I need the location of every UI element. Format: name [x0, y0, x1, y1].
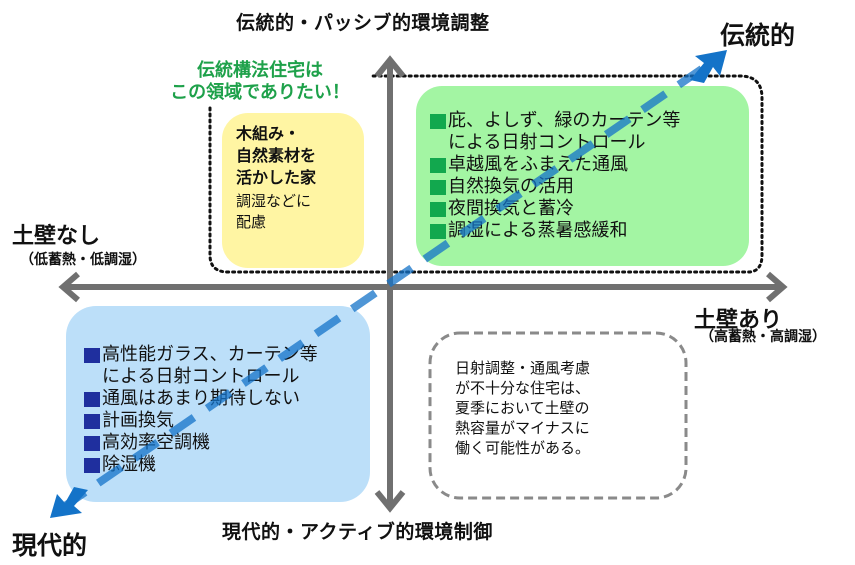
- label-traditional: 伝統的: [720, 21, 796, 50]
- list-item-text: 通風はあまり期待しない: [102, 388, 300, 409]
- square-bullet-icon: [84, 392, 100, 407]
- target-region-dotted-outline: [208, 74, 764, 274]
- diagonal-arrow-modern-icon: [50, 487, 88, 518]
- axis-title-bottom: 現代的・アクティブ的環境制御: [222, 521, 493, 543]
- warning-box-outline: [428, 331, 688, 500]
- square-bullet-icon: [84, 348, 100, 363]
- warning-line: 夏季において土壁の: [455, 399, 590, 417]
- warning-line: が不十分な住宅は、: [455, 379, 591, 397]
- square-bullet-icon: [84, 458, 100, 473]
- list-item: 夜間換気と蓄冷: [430, 198, 680, 220]
- list-item: 計画換気: [84, 410, 318, 432]
- list-item-text: による日射コントロール: [448, 132, 646, 153]
- callout-note: 伝統構法住宅は この領域でありたい！: [155, 60, 365, 104]
- yellow-heading-line: 活かした家: [236, 168, 317, 187]
- warning-text: 日射調整・通風考慮 が不十分な住宅は、 夏季において土壁の 熱容量がマイナスに …: [455, 358, 590, 458]
- square-bullet-icon: [430, 158, 446, 173]
- square-bullet-icon: [430, 180, 446, 195]
- square-bullet-icon: [84, 436, 100, 451]
- list-item-text: 卓越風をふまえた通風: [448, 154, 628, 175]
- callout-line: この領域でありたい！: [170, 82, 350, 103]
- axis-sublabel-left: （低蓄熱・低調湿）: [20, 252, 146, 268]
- axis-label-right: 土壁あり: [694, 308, 783, 333]
- warning-line: 働く可能性がある。: [455, 439, 591, 457]
- blue-box-list: 高性能ガラス、カーテン等による日射コントロール 通風はあまり期待しない 計画換気…: [84, 344, 318, 476]
- axis-label-left: 土壁なし: [12, 224, 101, 249]
- list-item-text: 計画換気: [102, 410, 174, 431]
- list-item: 調湿による蒸暑感緩和: [430, 220, 680, 242]
- axis-arrow-down-icon: [374, 490, 406, 513]
- diagonal-arrow-traditional-icon: [690, 50, 727, 83]
- square-bullet-icon: [84, 414, 100, 429]
- axis-title-top: 伝統的・パッシブ的環境調整: [236, 12, 490, 34]
- axis-arrow-right-icon: [766, 271, 788, 303]
- axis-arrow-up-icon: [374, 55, 406, 78]
- yellow-heading-line: 木組み・: [236, 124, 301, 143]
- square-bullet-icon: [430, 114, 446, 129]
- yellow-body-line: 配慮: [236, 213, 267, 231]
- list-item: 高性能ガラス、カーテン等による日射コントロール: [84, 344, 318, 388]
- list-item-text: 高性能ガラス、カーテン等: [102, 344, 318, 365]
- label-modern: 現代的: [12, 531, 88, 560]
- list-item: 通風はあまり期待しない: [84, 388, 318, 410]
- axis-sublabel-right: （高蓄熱・高調湿）: [700, 329, 826, 345]
- yellow-box-body: 調湿などに 配慮: [236, 191, 311, 233]
- square-bullet-icon: [430, 224, 446, 239]
- axis-arrow-left-icon: [58, 271, 80, 303]
- callout-line: 伝統構法住宅は: [197, 60, 323, 81]
- yellow-body-line: 調湿などに: [236, 192, 312, 210]
- list-item: 卓越風をふまえた通風: [430, 154, 680, 176]
- square-bullet-icon: [430, 202, 446, 217]
- warning-line: 日射調整・通風考慮: [455, 359, 591, 377]
- yellow-box: 木組み・ 自然素材を 活かした家 調湿などに 配慮: [222, 113, 364, 268]
- green-box: 庇、よしず、緑のカーテン等による日射コントロール 卓越風をふまえた通風 自然換気…: [416, 86, 749, 266]
- list-item-text: 調湿による蒸暑感緩和: [448, 220, 628, 241]
- yellow-box-heading: 木組み・ 自然素材を 活かした家: [236, 123, 316, 189]
- green-box-list: 庇、よしず、緑のカーテン等による日射コントロール 卓越風をふまえた通風 自然換気…: [430, 110, 680, 242]
- yellow-heading-line: 自然素材を: [236, 146, 317, 165]
- warning-line: 熱容量がマイナスに: [455, 419, 590, 437]
- list-item-text: 夜間換気と蓄冷: [448, 198, 574, 219]
